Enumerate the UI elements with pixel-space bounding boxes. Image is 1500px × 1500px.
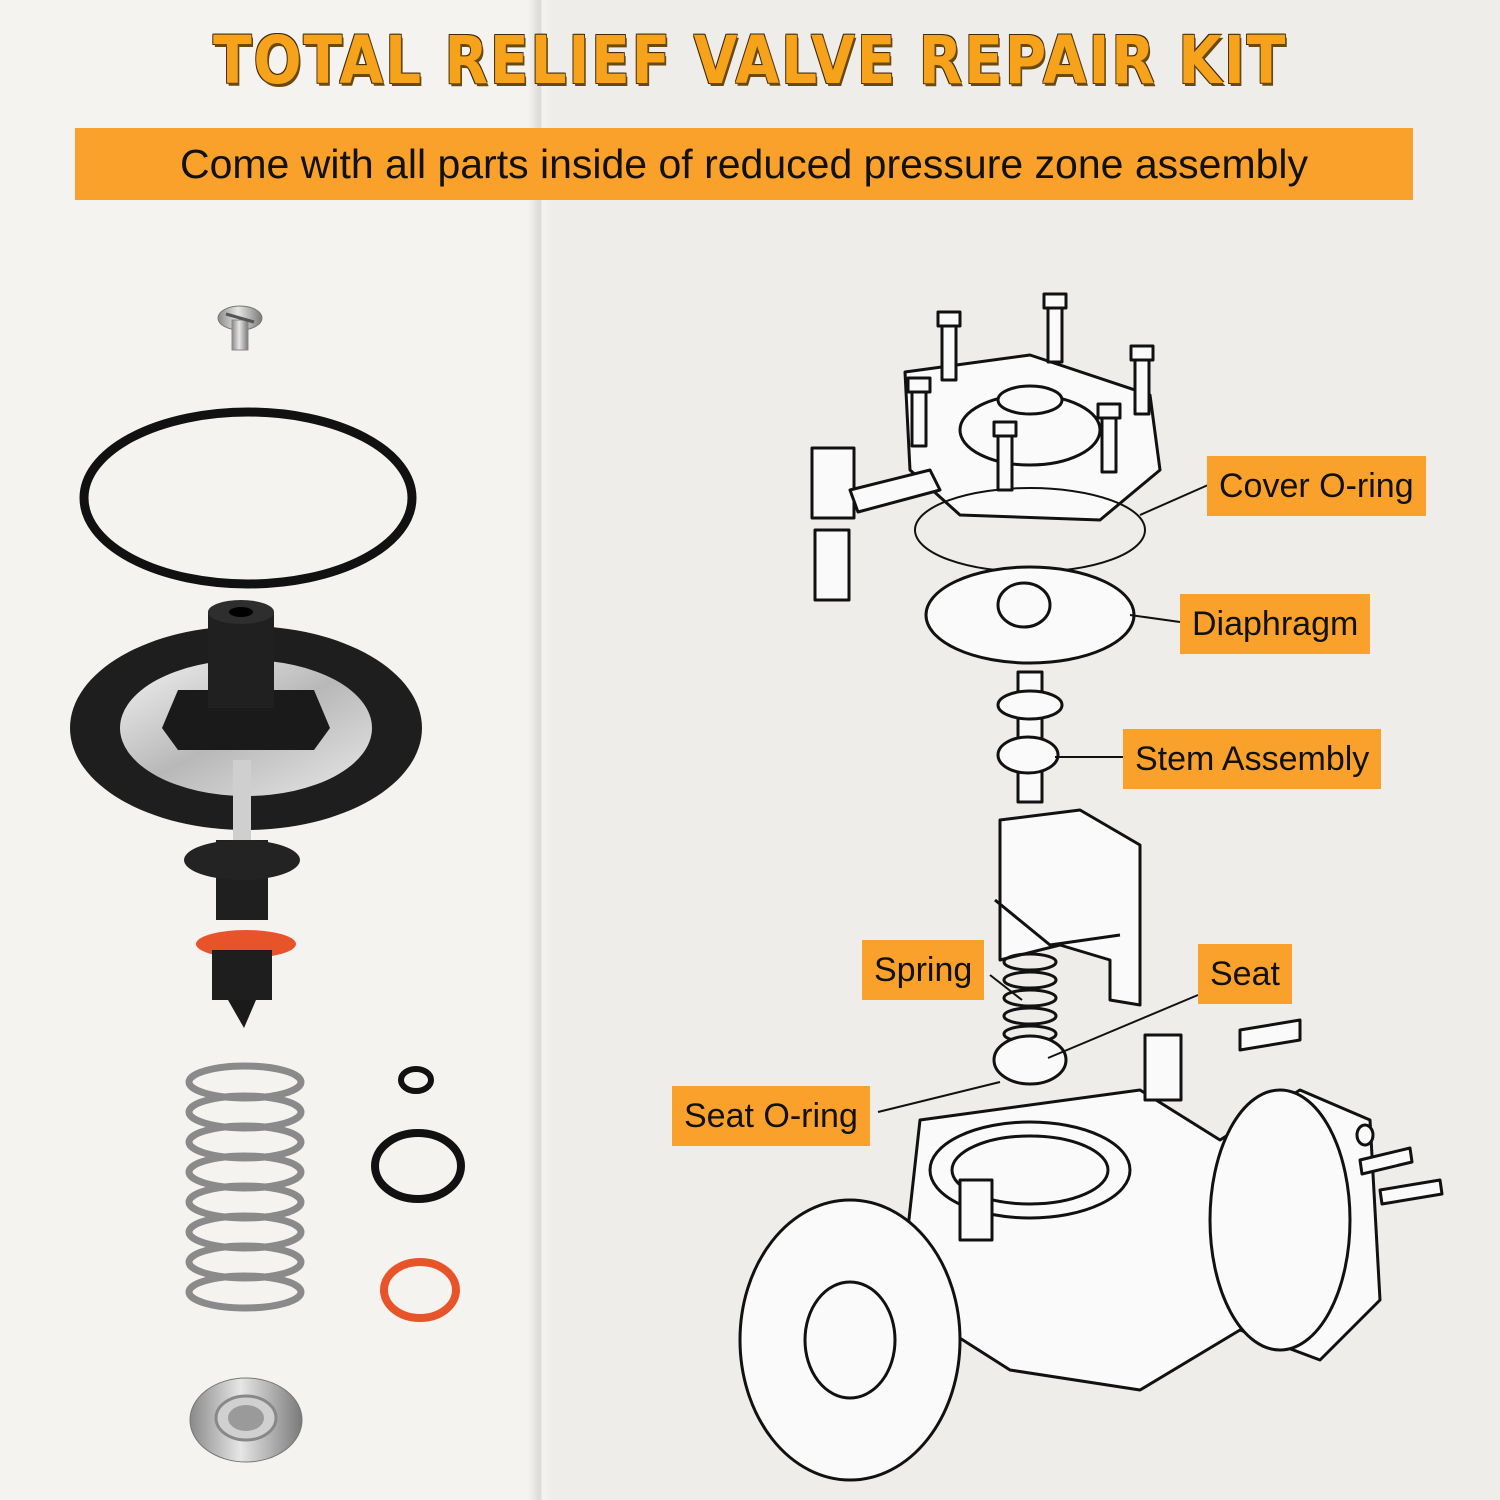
small-oring-part (398, 1066, 434, 1094)
stem-assembly-drawing (996, 670, 1064, 804)
callout-leader-lines (877, 484, 1209, 1113)
diaphragm-assembly-part (70, 600, 422, 1028)
subtitle-banner: Come with all parts inside of reduced pr… (75, 128, 1413, 200)
callout-cover-oring: Cover O-ring (1207, 456, 1426, 516)
cage-drawing (994, 808, 1142, 1007)
orange-oring-part (380, 1258, 460, 1322)
screw-part (217, 305, 263, 351)
page-title: TOTAL RELIEF VALVE REPAIR KIT (212, 22, 1288, 99)
seat-drawing (992, 1034, 1068, 1086)
callout-spring: Spring (862, 940, 985, 1000)
spring-drawing (1002, 952, 1058, 1044)
callout-diaphragm: Diaphragm (1180, 594, 1371, 654)
cover-oring-part (79, 407, 417, 589)
medium-oring-part (371, 1129, 465, 1203)
callout-stem-assembly: Stem Assembly (1123, 729, 1382, 789)
kit-parts-illustration (70, 305, 465, 1463)
seat-part (189, 1377, 303, 1463)
callout-seat: Seat (1198, 944, 1292, 1004)
callout-seat-oring: Seat O-ring (672, 1086, 870, 1146)
valve-body-drawing (738, 1018, 1444, 1482)
panel-fold (528, 0, 552, 1500)
diaphragm-drawing (924, 565, 1136, 665)
spring-part (185, 1062, 305, 1312)
valve-cover-drawing (810, 292, 1162, 602)
